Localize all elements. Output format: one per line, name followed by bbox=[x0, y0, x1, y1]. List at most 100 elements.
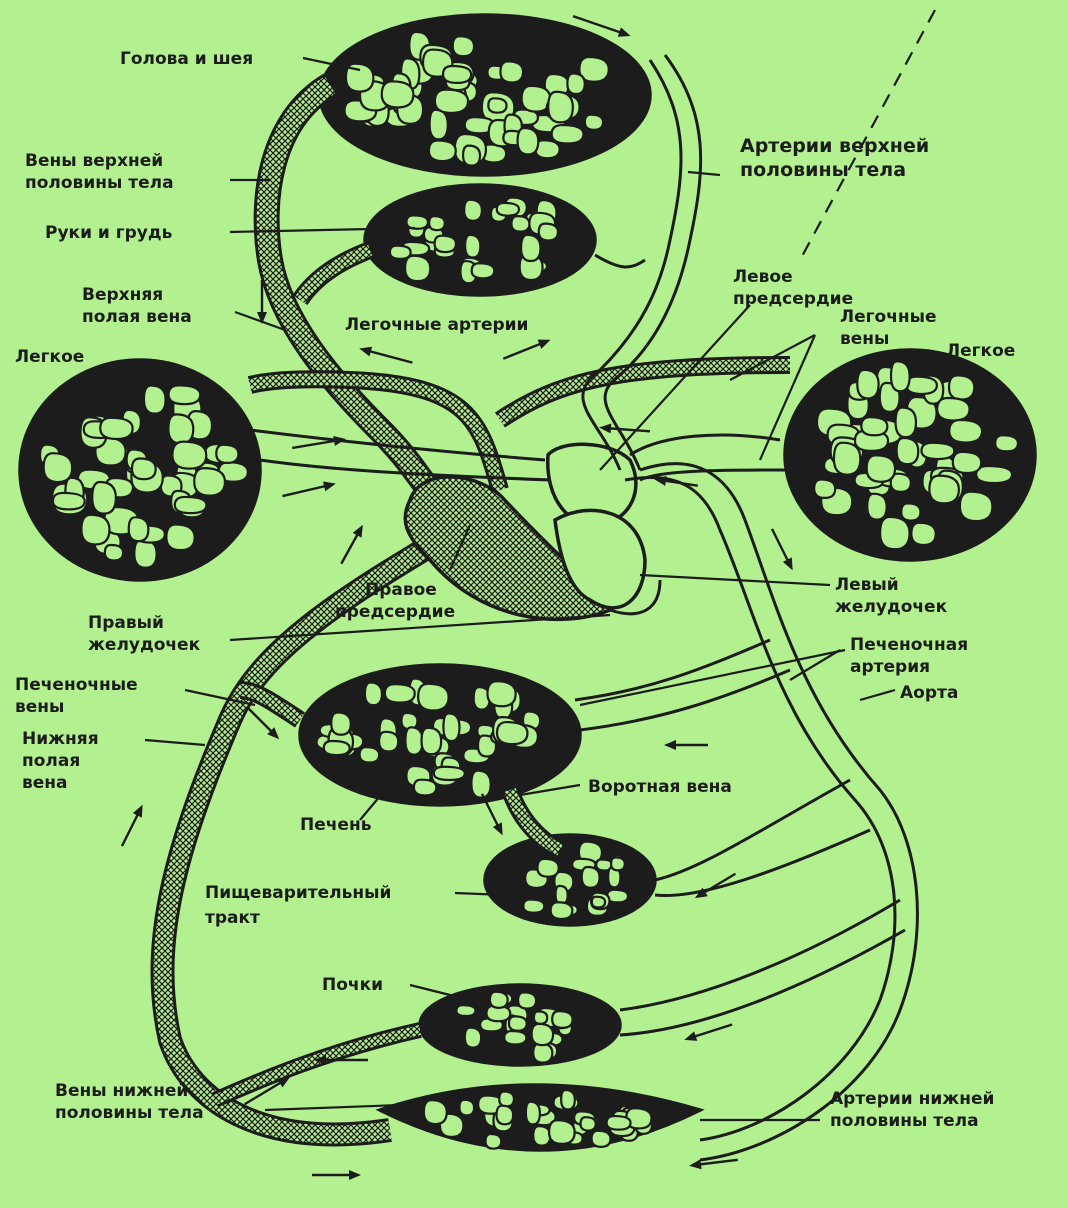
capillary-cell bbox=[497, 722, 527, 744]
label-ivc-3: вена bbox=[22, 773, 68, 793]
capillary-cell bbox=[911, 523, 935, 545]
capillary-cell bbox=[582, 867, 600, 888]
capillary-cell bbox=[486, 1134, 502, 1149]
capillary-cell bbox=[857, 370, 878, 399]
capillary-cell bbox=[937, 398, 969, 421]
flow-arrow bbox=[503, 342, 545, 359]
lung-left-capillary-bed bbox=[20, 360, 260, 580]
capillary-cell bbox=[406, 215, 427, 228]
capillary-cell bbox=[456, 1005, 475, 1016]
capillary-cell bbox=[537, 859, 558, 877]
capillary-cell bbox=[471, 771, 490, 798]
capillary-cell bbox=[464, 200, 482, 221]
capillary-cell bbox=[429, 140, 456, 161]
capillary-cell bbox=[459, 1100, 474, 1116]
capillary-cell bbox=[592, 1131, 611, 1147]
capillary-cell bbox=[504, 1031, 526, 1044]
capillary-cell bbox=[405, 727, 422, 754]
capillary-cell bbox=[880, 517, 909, 549]
label-right-ventricle-2: желудочек bbox=[88, 635, 201, 655]
capillary-cell bbox=[499, 1091, 514, 1106]
label-upper-veins-2: половины тела bbox=[25, 173, 174, 193]
capillary-cell bbox=[539, 224, 558, 241]
capillary-cell bbox=[132, 459, 156, 480]
capillary-cell bbox=[949, 375, 974, 399]
capillary-cell bbox=[592, 897, 605, 908]
capillary-cell bbox=[331, 713, 351, 735]
capillary-cell bbox=[105, 545, 123, 560]
capillary-cell bbox=[960, 492, 993, 521]
capillary-cell bbox=[418, 684, 448, 711]
flow-arrowhead bbox=[664, 740, 676, 750]
capillary-cell bbox=[561, 1090, 575, 1109]
capillary-cell bbox=[891, 361, 910, 391]
label-ivc-2: полая bbox=[22, 751, 80, 771]
heart bbox=[405, 444, 645, 619]
capillary-cell bbox=[949, 420, 982, 443]
capillary-cell bbox=[144, 386, 166, 414]
capillary-cell bbox=[533, 1043, 552, 1062]
label-upper-veins-1: Вены верхней bbox=[25, 151, 163, 171]
label-right-atrium-2: предсердие bbox=[335, 602, 455, 622]
capillary-cell bbox=[129, 517, 149, 541]
label-svc-2: полая вена bbox=[82, 307, 192, 327]
capillary-cell bbox=[867, 494, 886, 520]
capillary-cell bbox=[552, 125, 584, 143]
capillary-cell bbox=[424, 1100, 447, 1124]
label-hepatic-artery-1: Печеночная bbox=[850, 635, 968, 655]
label-right-ventricle-1: Правый bbox=[88, 613, 164, 633]
label-aorta: Аорта bbox=[900, 683, 958, 703]
label-lung-right: Легкое bbox=[946, 341, 1015, 361]
label-hepatic-veins-2: вены bbox=[15, 697, 64, 717]
capillary-cell bbox=[324, 741, 350, 755]
flow-arrowhead bbox=[538, 340, 551, 349]
capillary-cell bbox=[521, 235, 540, 261]
capillary-cell bbox=[169, 385, 201, 404]
capillary-cell bbox=[814, 480, 835, 498]
capillary-cell bbox=[365, 682, 382, 705]
capillary-cell bbox=[901, 503, 920, 520]
label-lower-veins-1: Вены нижней bbox=[55, 1081, 188, 1101]
capillary-cell bbox=[552, 1011, 572, 1028]
label-lower-arteries-2: половины тела bbox=[830, 1111, 979, 1131]
capillary-cell bbox=[434, 767, 465, 780]
capillary-cell bbox=[611, 857, 625, 870]
label-pulmonary-veins-1: Легочные bbox=[840, 307, 937, 327]
flow-arrowhead bbox=[618, 27, 631, 36]
capillary-cell bbox=[435, 236, 456, 252]
label-head-neck: Голова и шея bbox=[120, 49, 253, 69]
capillary-cell bbox=[534, 1011, 547, 1023]
label-kidneys: Почки bbox=[322, 975, 383, 995]
capillary-cell bbox=[532, 1024, 553, 1045]
capillary-cell bbox=[511, 216, 529, 232]
flow-arrow bbox=[365, 350, 412, 363]
capillary-cell bbox=[81, 515, 109, 545]
capillary-cell bbox=[405, 256, 430, 281]
capillary-cell bbox=[100, 418, 132, 439]
capillary-cell bbox=[896, 408, 916, 438]
capillary-cell bbox=[581, 1117, 596, 1130]
capillary-cell bbox=[44, 453, 72, 482]
capillary-cell bbox=[463, 146, 480, 166]
capillary-cell bbox=[861, 417, 887, 435]
capillary-cell bbox=[414, 780, 436, 796]
capillary-cell bbox=[429, 216, 445, 230]
capillary-cell bbox=[488, 98, 506, 112]
label-ivc-1: Нижняя bbox=[22, 729, 99, 749]
label-pulmonary-veins-2: вены bbox=[840, 329, 889, 349]
label-digestive-2: тракт bbox=[205, 908, 260, 928]
capillary-cell bbox=[430, 110, 448, 140]
label-left-ventricle-2: желудочек bbox=[835, 597, 948, 617]
kidneys-capillary-bed bbox=[420, 985, 620, 1065]
label-left-atrium-2: предсердие bbox=[733, 289, 853, 309]
capillary-cell bbox=[526, 1102, 540, 1125]
capillary-cell bbox=[585, 115, 603, 130]
capillary-cell bbox=[465, 235, 480, 258]
lung-right-capillary-bed bbox=[785, 350, 1035, 560]
capillary-cell bbox=[490, 992, 508, 1008]
label-liver: Печень bbox=[300, 815, 371, 835]
lower-body-capillary-bed bbox=[380, 1085, 700, 1150]
capillary-cell bbox=[379, 732, 398, 752]
capillary-cell bbox=[867, 455, 895, 482]
